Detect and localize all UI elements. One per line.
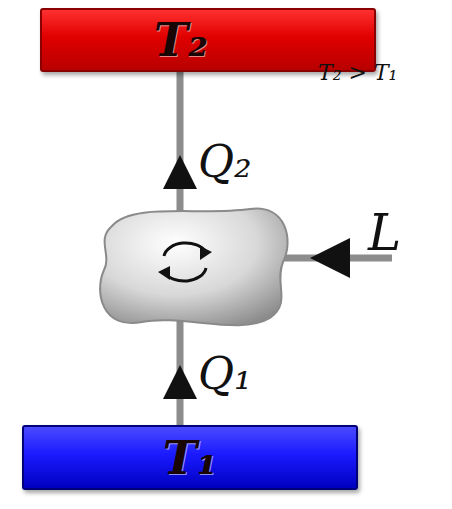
work-arrowhead [310,238,350,278]
temperature-label: T₂ [154,17,208,63]
reservoir-box: T₁ [22,425,358,490]
quantity-label: L [368,208,401,258]
machine-blob [100,209,287,326]
quantity-label: Q₂ [198,140,252,184]
cycle-symbol [158,243,212,281]
temperature-label: T₁ [163,435,217,481]
quantity-label: Q₁ [198,352,252,396]
condition-note: T₂ > T₁ [318,62,397,84]
